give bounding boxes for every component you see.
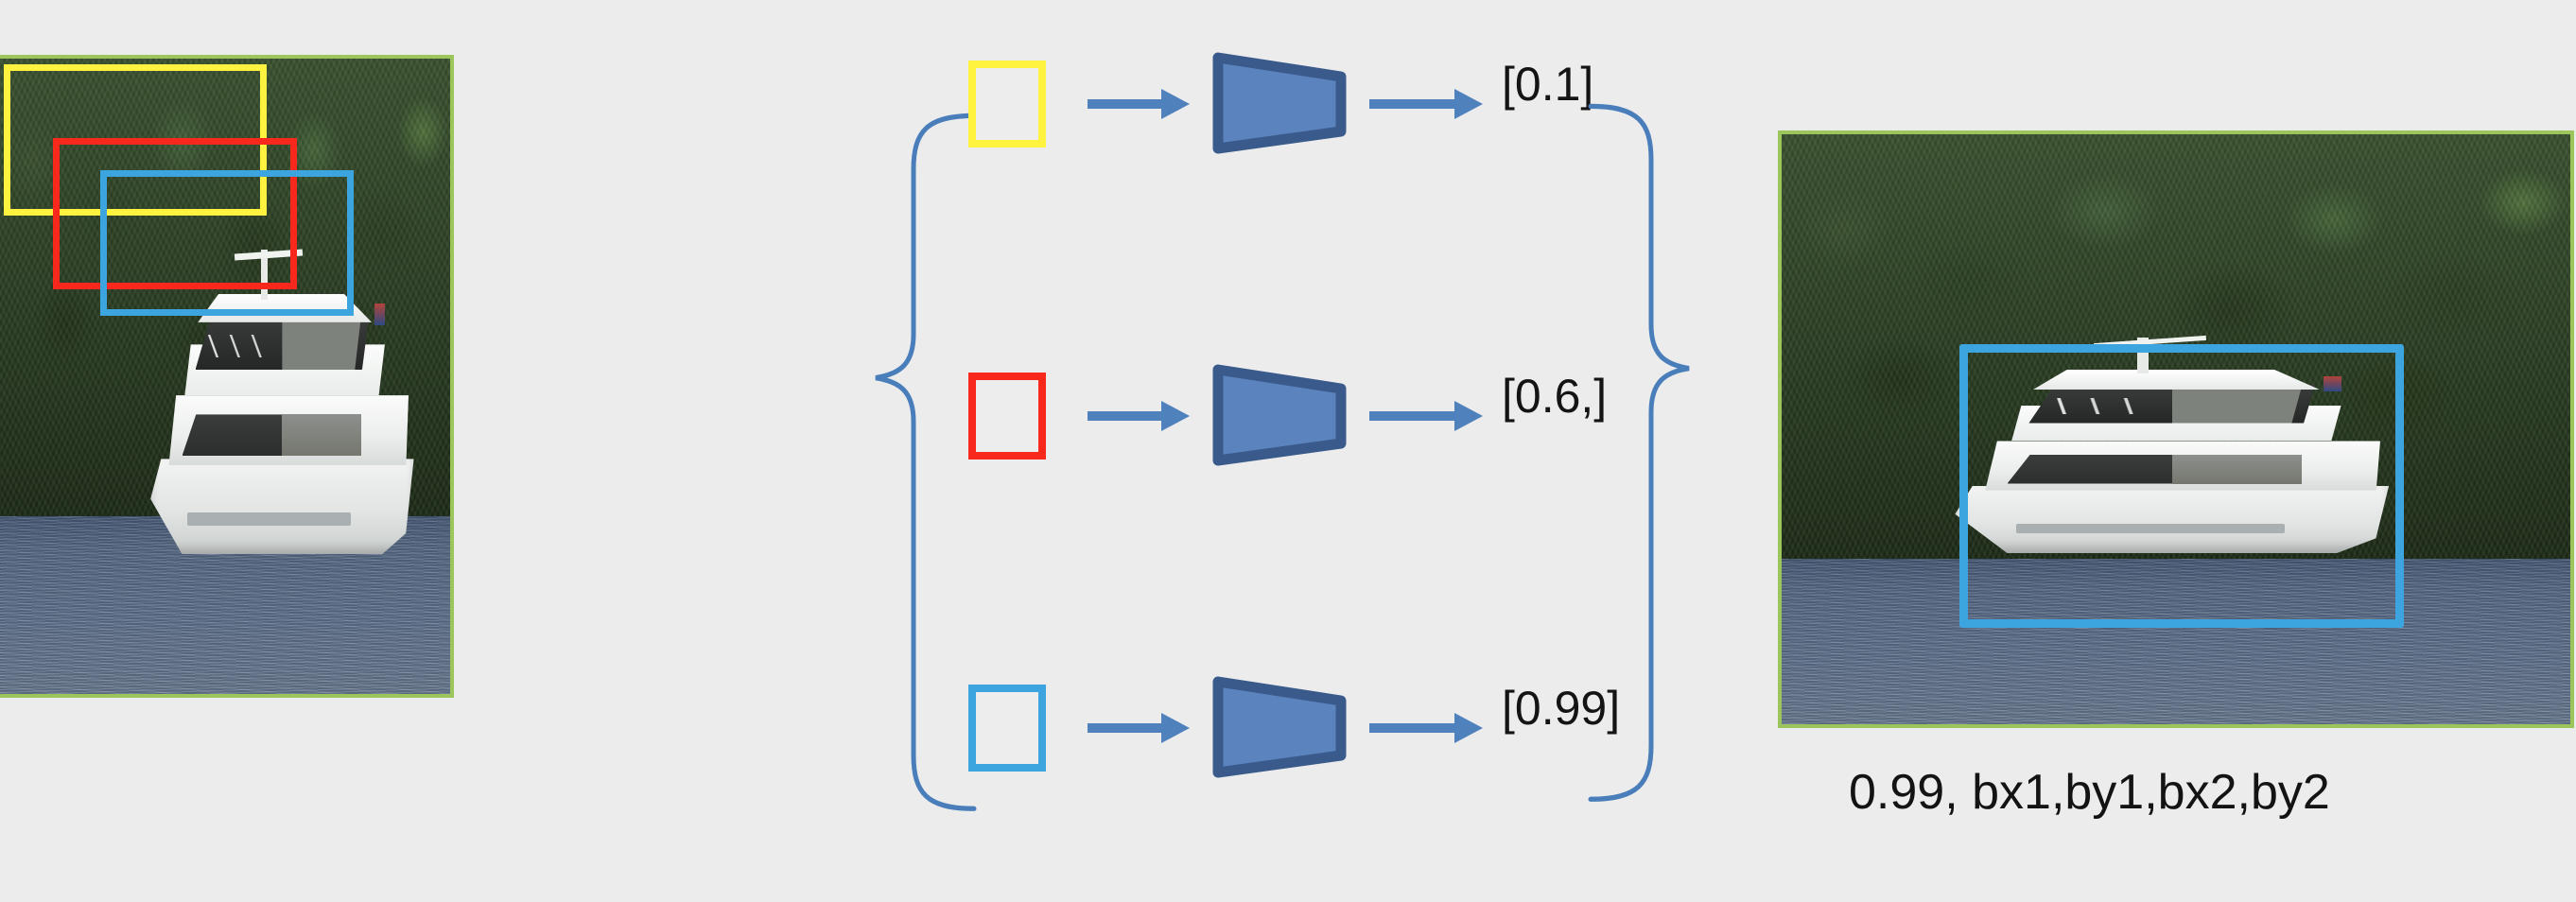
output-image-content <box>1782 134 2570 724</box>
boat-roof <box>198 293 373 322</box>
trapezoid-convnet-icon-1 <box>1209 50 1350 154</box>
arrow-right-icon-in-1 <box>1088 85 1192 123</box>
candidate-box-blue <box>100 170 354 316</box>
score-output-1: [0.1] <box>1502 58 1594 111</box>
right-curly-brace-icon <box>1581 0 1780 902</box>
boat-hull-stripe-right <box>2015 524 2286 533</box>
arrow-right-icon-out-1 <box>1369 85 1485 123</box>
boat-cabin-rear-right <box>2171 385 2303 424</box>
input-image-content <box>0 59 450 694</box>
left-curly-brace-icon <box>785 0 983 902</box>
pipeline-row-blue: [0.99] <box>946 643 1620 778</box>
arrow-right-icon-out-3 <box>1369 709 1485 747</box>
boat-hull-right <box>1955 485 2390 554</box>
selected-box-blue <box>1959 344 2404 628</box>
boat-object-right <box>1955 329 2390 554</box>
proposal-box-red[interactable] <box>968 373 1046 460</box>
trapezoid-convnet-icon-2 <box>1209 362 1350 466</box>
arrow-right-icon-in-2 <box>1088 397 1192 435</box>
boat-roof-right <box>2033 369 2320 390</box>
boat-lower-windows-rear <box>282 414 361 456</box>
boat-hull-stripe <box>187 512 351 526</box>
boat-cabin-rear <box>282 316 361 371</box>
boat-flag-right <box>2324 375 2341 392</box>
boat-hull <box>150 459 414 555</box>
arrow-right-icon-in-3 <box>1088 709 1192 747</box>
arrow-right-icon-out-2 <box>1369 397 1485 435</box>
proposal-box-yellow[interactable] <box>968 61 1046 147</box>
trapezoid-convnet-icon-3 <box>1209 674 1350 778</box>
pipeline-row-yellow: [0.1] <box>946 19 1593 154</box>
candidate-box-red <box>53 138 297 289</box>
water-background-right <box>1782 559 2570 724</box>
pipeline-row-red: [0.6,] <box>946 331 1607 466</box>
boat-mast-right <box>2137 338 2149 374</box>
score-output-2: [0.6,] <box>1502 370 1608 423</box>
boat-mast <box>261 249 269 301</box>
boat-lower-windows-rear-right <box>2171 454 2303 484</box>
boat-flag <box>374 303 385 326</box>
boat-name-script-right <box>2050 398 2164 415</box>
boat-name-script <box>208 335 277 357</box>
boat-object <box>150 236 414 555</box>
output-caption: 0.99, bx1,by1,bx2,by2 <box>1849 765 2330 820</box>
input-image-panel <box>0 55 454 698</box>
output-image-panel <box>1778 130 2574 728</box>
proposal-box-blue[interactable] <box>968 685 1046 772</box>
score-output-3: [0.99] <box>1502 682 1621 735</box>
